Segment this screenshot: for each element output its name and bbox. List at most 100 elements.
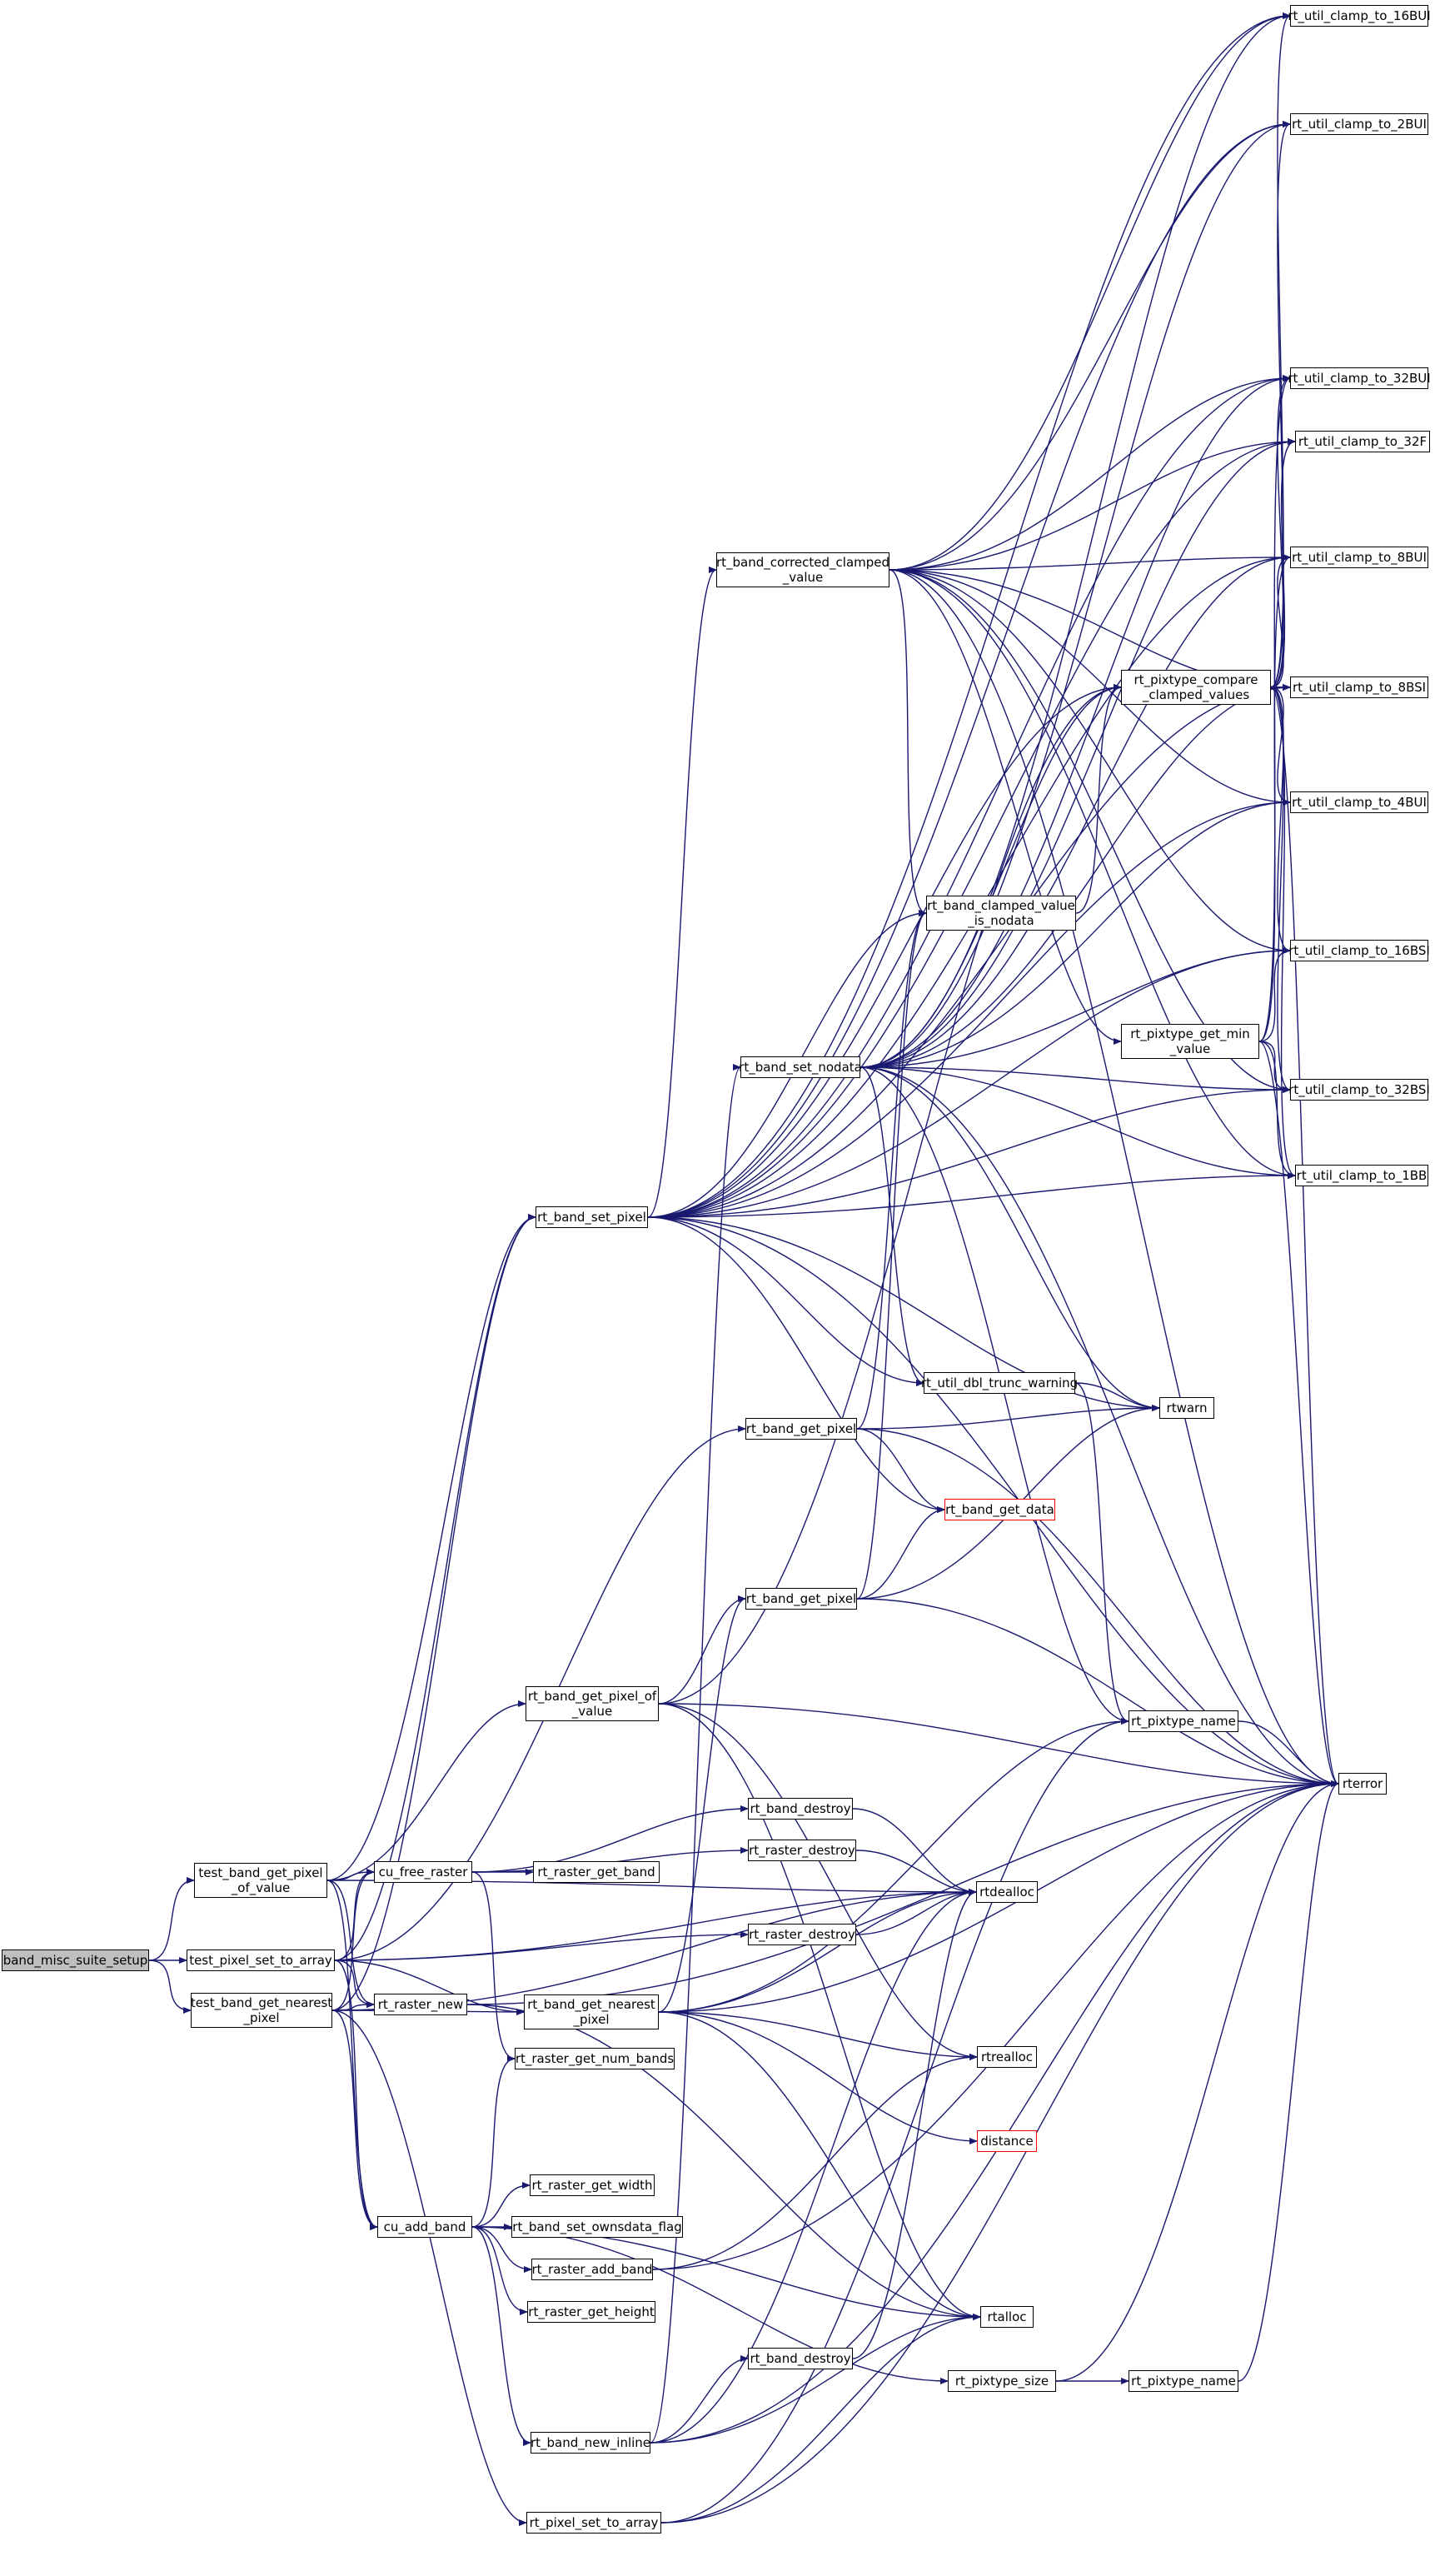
node-rt-raster-get-width[interactable]: rt_raster_get_width [530,2174,655,2196]
node-rt-band-destroy[interactable]: rt_band_destroy [748,1798,853,1820]
node-label-line: _is_nodata [968,913,1034,928]
edge-t_set-to-raster_new [334,1959,375,2008]
edge-get_nearest-to-rtdealloc [658,1889,977,2013]
node-rt-util-clamp-to-1bb[interactable]: rt_util_clamp_to_1BB [1295,1165,1428,1186]
node-cu-free-raster[interactable]: cu_free_raster [374,1861,472,1883]
node-label-line: _clamped_values [1142,687,1250,702]
node-rt-band-corrected-clamped-value[interactable]: rt_band_corrected_clamped_value [716,552,889,587]
node-label-line: rt_pixtype_name [1131,1714,1236,1729]
node-rt-raster-destroy[interactable]: rt_raster_destroy [748,1840,856,1861]
edge-cu_free-to-num_bands [471,1871,516,2062]
node-rt-raster-destroy-2[interactable]: rt_raster_destroy [748,1924,856,1945]
node-label-line: rtrealloc [980,2049,1034,2064]
edge-compare-to-c16bui [1270,12,1291,688]
node-rt-util-clamp-to-4bui[interactable]: rt_util_clamp_to_4BUI [1290,791,1428,813]
edge-set_pixel-to-c32bui [647,375,1291,1218]
node-label-line: _pixel [243,2010,280,2025]
edge-get_nearest-to-rtrealloc [658,2011,978,2060]
node-rt-util-clamp-to-8bsi[interactable]: rt_util_clamp_to_8BSI [1290,676,1428,698]
node-rt-raster-get-band[interactable]: rt_raster_get_band [533,1861,660,1883]
node-label-line: rt_pixel_set_to_array [529,2515,659,2530]
node-rt-raster-get-height[interactable]: rt_raster_get_height [527,2301,655,2323]
node-label-line: rt_band_destroy [750,2351,851,2366]
edge-new_inline-to-set_nodata [650,1064,741,2444]
edge-get_min-to-c16bsi [1258,947,1291,1042]
edge-set_pixel-to-c32f [647,438,1296,1218]
edge-get_pixel2-to-clamped_nodata [856,910,927,1600]
node-rt-band-new-inline[interactable]: rt_band_new_inline [531,2432,650,2454]
node-label-line: band_misc_suite_setup [2,1953,148,1968]
node-label-line: rt_band_new_inline [530,2435,651,2450]
node-test-band-get-nearest-pixel[interactable]: test_band_get_nearest_pixel [191,1993,332,2028]
node-rt-band-set-pixel[interactable]: rt_band_set_pixel [536,1206,648,1228]
edge-compare-to-rterror [1270,686,1339,1787]
edge-get_pixel1-to-get_data [856,1428,945,1513]
node-rt-util-clamp-to-32f[interactable]: rt_util_clamp_to_32F [1295,431,1430,452]
edge-pixel_of_value-to-get_pixel2 [658,1595,746,1705]
node-rtwarn[interactable]: rtwarn [1159,1397,1214,1419]
node-label-line: rt_util_clamp_to_32BUI [1288,371,1431,386]
edge-pixel_set_array-to-rterror [660,1780,1339,2524]
edge-pixtype_name1-to-rterror [1238,1720,1339,1787]
node-rt-band-get-nearest-pixel[interactable]: rt_band_get_nearest_pixel [524,1994,659,2029]
node-rt-raster-get-num-bands[interactable]: rt_raster_get_num_bands [515,2048,675,2069]
node-label-line: rt_pixtype_get_min [1130,1026,1250,1041]
node-rt-pixtype-name[interactable]: rt_pixtype_name [1129,1710,1238,1732]
edge-set_pixel-to-c4bui [647,799,1291,1218]
node-rt-util-clamp-to-16bsi[interactable]: rt_util_clamp_to_16BSI [1288,940,1430,961]
node-rt-band-get-pixel-2[interactable]: rt_band_get_pixel [745,1588,857,1610]
node-test-band-get-pixel-of-value[interactable]: test_band_get_pixel_of_value [194,1863,327,1898]
node-rt-pixtype-name-2[interactable]: rt_pixtype_name [1129,2370,1238,2392]
edge-corrected-to-c32f [889,438,1296,571]
node-band-misc-suite-setup[interactable]: band_misc_suite_setup [2,1949,149,1971]
node-label-line: rterror [1342,1776,1383,1791]
node-label-line: rt_pixtype_size [954,2374,1049,2389]
node-rt-pixel-set-to-array[interactable]: rt_pixel_set_to_array [526,2512,661,2534]
node-rt-pixtype-size[interactable]: rt_pixtype_size [948,2370,1056,2392]
node-label-line: rt_util_clamp_to_16BSI [1288,943,1430,958]
node-rt-band-destroy-2[interactable]: rt_band_destroy [748,2348,853,2369]
node-rterror[interactable]: rterror [1338,1773,1387,1795]
node-rt-util-clamp-to-32bui[interactable]: rt_util_clamp_to_32BUI [1288,367,1431,389]
node-label-line: rt_pixtype_name [1131,2374,1236,2389]
edge-pixel_of_value-to-rtalloc [658,1703,981,2320]
node-rt-util-clamp-to-8bui[interactable]: rt_util_clamp_to_8BUI [1290,547,1428,568]
edge-set_pixel-to-c16bui [647,12,1291,1218]
node-rtrealloc[interactable]: rtrealloc [977,2046,1037,2068]
edge-add_band-to-rterror [652,1780,1339,2270]
node-rtalloc[interactable]: rtalloc [980,2306,1034,2328]
edge-pixel_set_array-to-pixtype_name1 [660,1718,1129,2524]
node-rt-band-get-data[interactable]: rt_band_get_data [944,1499,1055,1520]
node-rt-pixtype-compare-clamped-values[interactable]: rt_pixtype_compare_clamped_values [1121,670,1271,705]
edge-raster_destroy2-to-rtdealloc [855,1889,977,1935]
node-label-line: _of_value [231,1880,291,1895]
node-rt-band-get-pixel-of-value[interactable]: rt_band_get_pixel_of_value [526,1686,659,1721]
edge-get_pixel2-to-rterror [856,1598,1339,1787]
node-rtdealloc[interactable]: rtdealloc [976,1881,1038,1903]
node-rt-util-clamp-to-32bsi[interactable]: rt_util_clamp_to_32BSI [1288,1079,1430,1101]
edge-set_nodata-to-c16bsi [860,947,1291,1068]
edge-get_pixel1-to-clamped_nodata [856,910,927,1430]
node-rt-raster-add-band[interactable]: rt_raster_add_band [531,2259,653,2280]
node-label-line: rt_band_get_pixel_of [527,1689,657,1704]
node-distance[interactable]: distance [977,2130,1037,2152]
node-rt-util-dbl-trunc-warning[interactable]: rt_util_dbl_trunc_warning [921,1372,1078,1394]
node-cu-add-band[interactable]: cu_add_band [377,2216,472,2238]
edge-corrected-to-clamped_nodata [889,569,927,916]
edge-set_pixel-to-c1bb [647,1172,1296,1218]
node-rt-band-clamped-value-is-nodata[interactable]: rt_band_clamped_value_is_nodata [926,896,1076,931]
node-rt-band-set-ownsdata-flag[interactable]: rt_band_set_ownsdata_flag [511,2216,683,2238]
edge-cu_free-to-band_destroy1 [471,1805,749,1873]
node-rt-util-clamp-to-16bui[interactable]: rt_util_clamp_to_16BUI [1288,5,1431,27]
node-label-line: rt_raster_destroy [749,1927,855,1942]
node-test-pixel-set-to-array[interactable]: test_pixel_set_to_array [187,1949,335,1971]
node-rt-raster-new[interactable]: rt_raster_new [374,1994,467,2015]
node-label-line: rt_raster_destroy [749,1843,855,1858]
node-rt-util-clamp-to-2bui[interactable]: rt_util_clamp_to_2BUI [1290,113,1428,135]
edge-get_nearest-to-distance [658,2011,978,2144]
node-rt-band-get-pixel[interactable]: rt_band_get_pixel [745,1418,857,1440]
node-rt-band-set-nodata[interactable]: rt_band_set_nodata [739,1056,862,1078]
edge-get_min-to-c8bui [1258,554,1291,1042]
node-rt-pixtype-get-min-value[interactable]: rt_pixtype_get_min_value [1121,1024,1259,1059]
edge-t_nearest-to-cu_free [331,1869,375,2011]
